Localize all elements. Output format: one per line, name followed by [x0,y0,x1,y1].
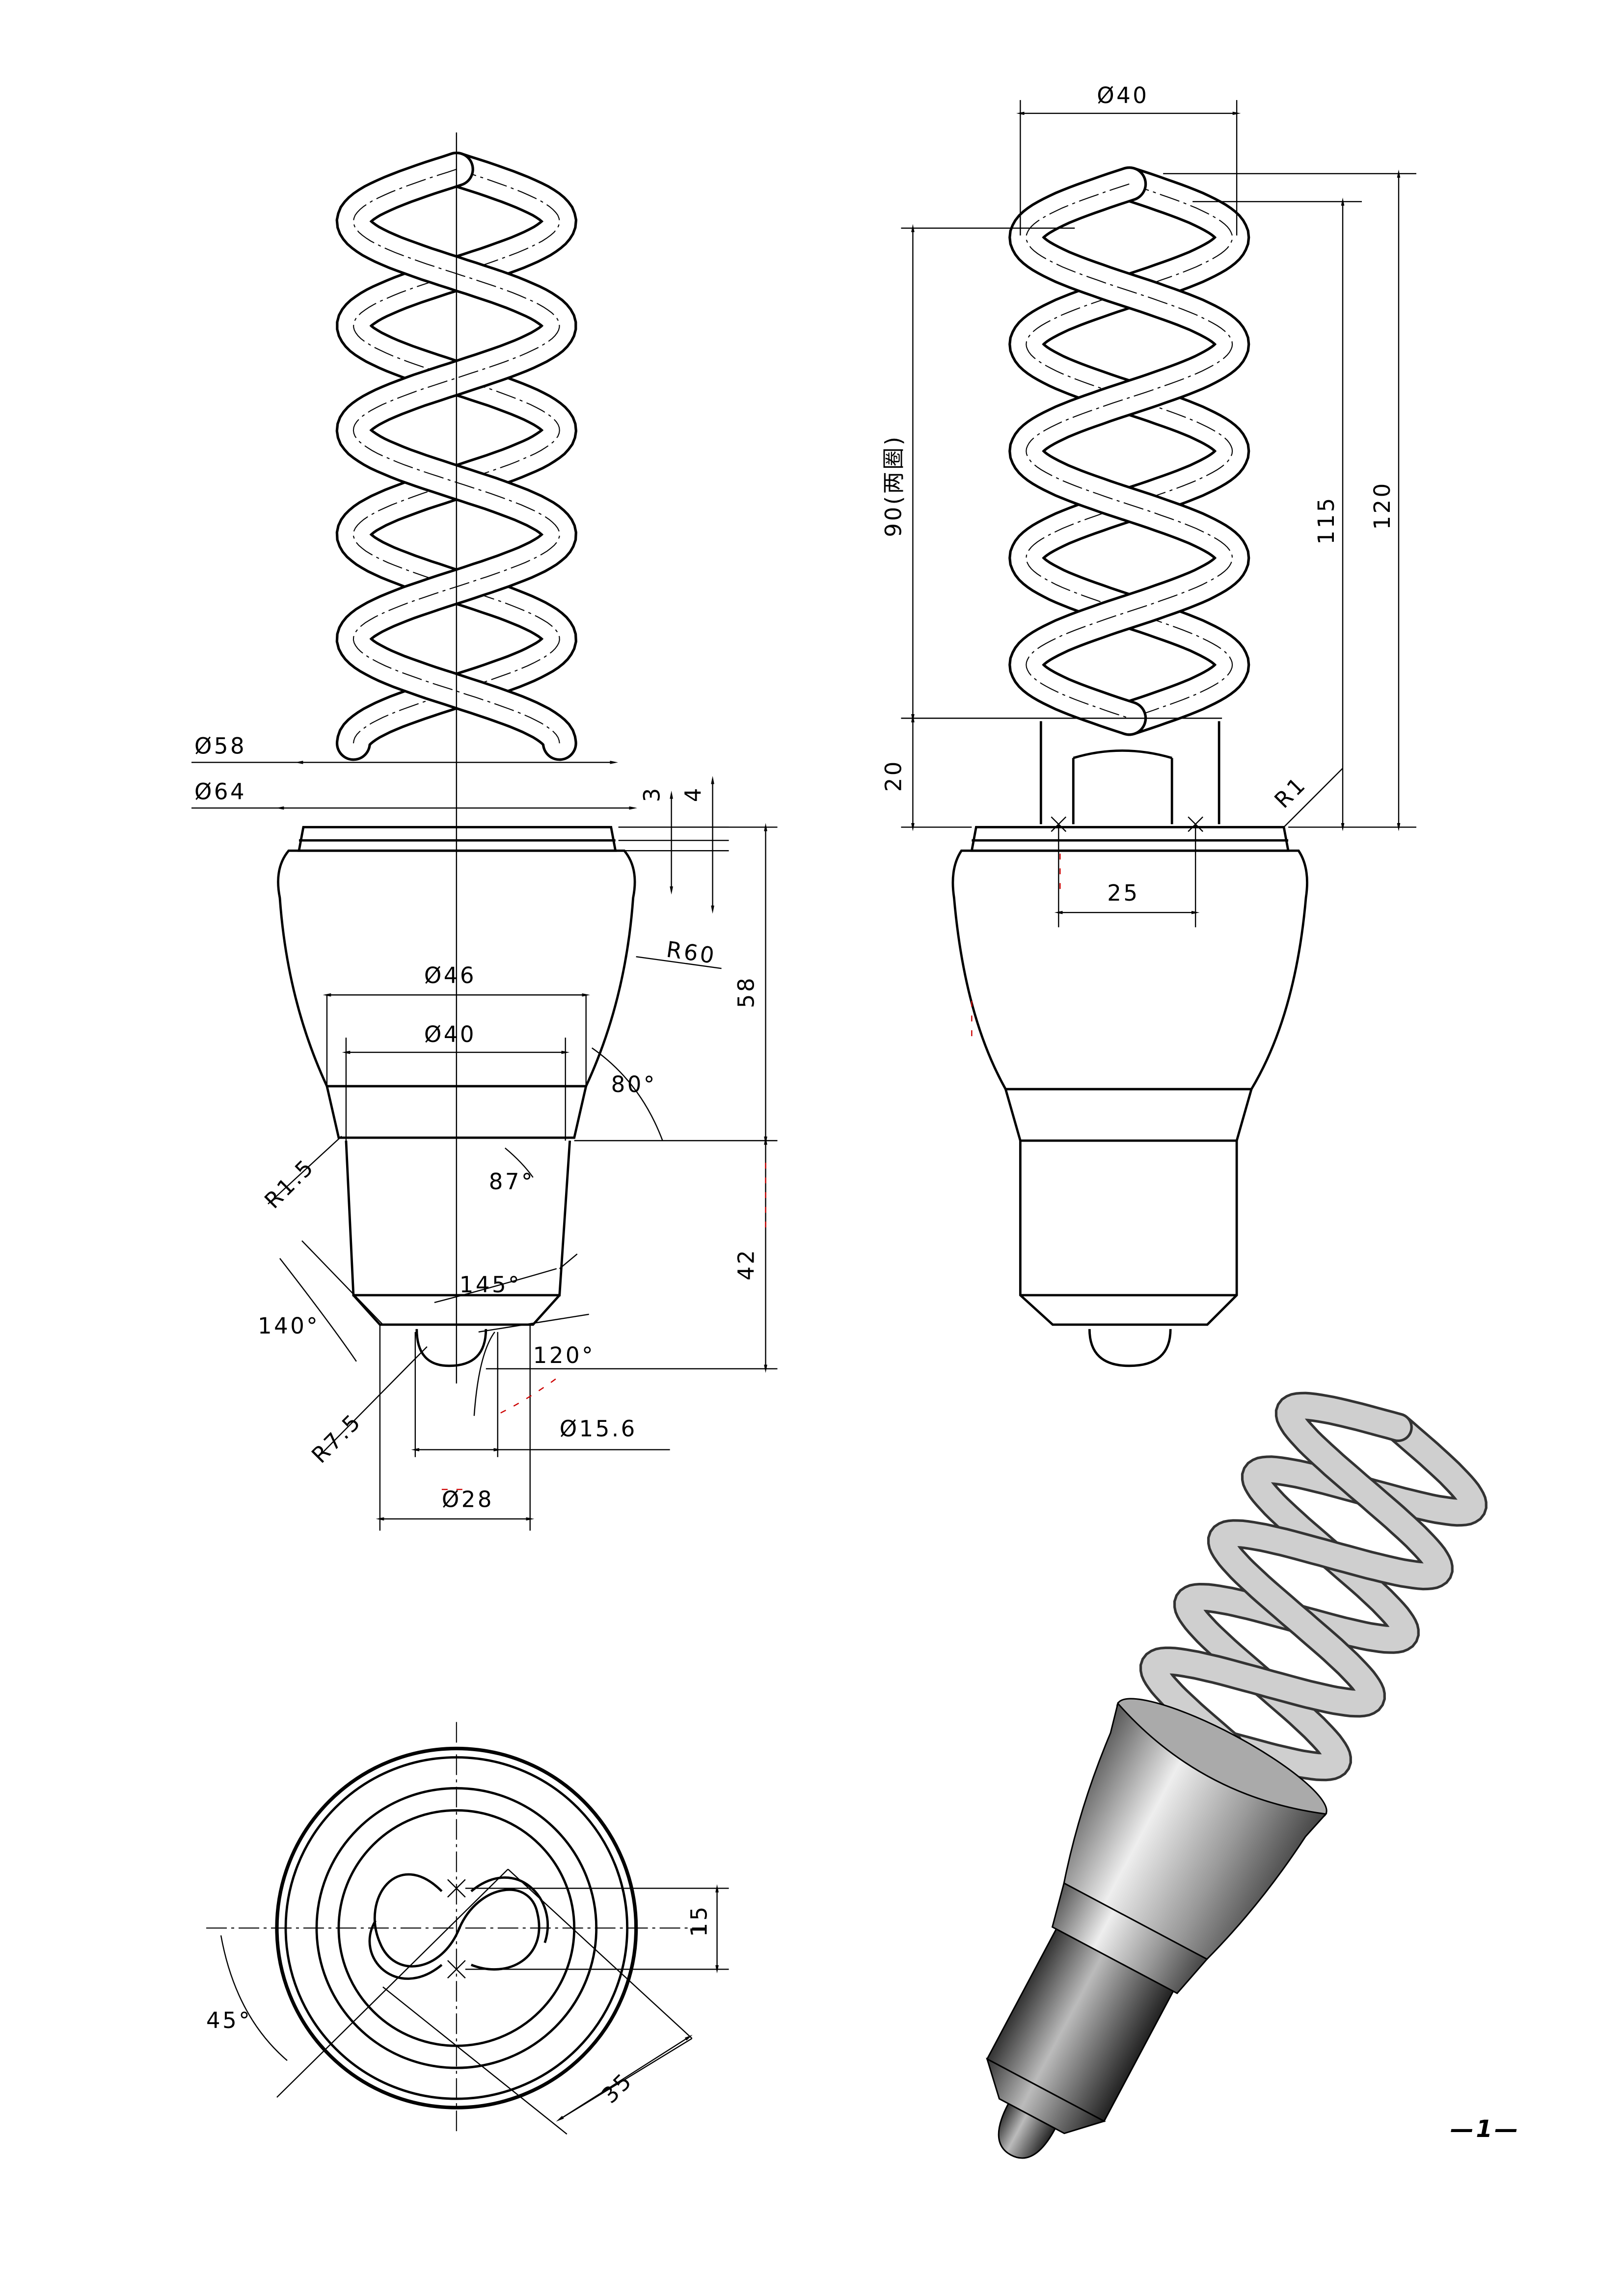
dim-side-h115: 115 [1313,496,1339,544]
dim-bottom-15: 15 [686,1904,712,1937]
isometric-render [986,1391,1488,2159]
coil-centerline [1026,183,1233,719]
coil-centerline [1026,183,1233,719]
coil-strand-1 [1176,1415,1485,1779]
dim-front-4: 4 [680,786,706,802]
side-coil [1008,166,1250,736]
dim-front-angle140: 140° [258,1313,320,1339]
dim-front-angle145: 145° [460,1272,521,1298]
side-base-lower [1004,1089,1253,1326]
dim-front-r1_5: R1.5 [259,1153,320,1214]
dim-front-dia15_6: Ø15.6 [560,1416,637,1442]
dim-side-dia40: Ø40 [1097,82,1149,108]
render-coil [1139,1391,1488,1782]
dim-front-angle87: 87° [489,1169,535,1195]
dim-front-dia40: Ø40 [424,1021,476,1047]
dim-front-angle80: 80° [611,1071,657,1097]
side-tip [1088,1329,1172,1367]
dim-front-dia58: Ø58 [194,733,246,759]
side-view: Ø40 90(两圈) 20 115 120 R1 25 [880,82,1416,1367]
dim-front-r60: R60 [665,936,718,969]
dim-side-r1: R1 [1269,771,1311,813]
dim-front-angle120: 120° [533,1342,595,1368]
front-base-neck [345,1140,571,1326]
front-view: Ø58 Ø64 3 4 R60 Ø46 Ø40 80° 58 42 R1.5 8… [191,132,778,1531]
side-base-rim [970,826,1290,852]
coil-centerline [352,168,560,744]
page-number: —1— [1450,2115,1520,2143]
dim-front-h42: 42 [733,1248,759,1281]
dim-side-h120: 120 [1369,481,1395,530]
dim-front-h58: 58 [733,976,759,1008]
dim-side-w25: 25 [1107,880,1139,906]
dim-side-h90: 90(两圈) [880,434,906,537]
dim-front-dia28: Ø28 [442,1487,494,1513]
dim-bottom-angle45: 45° [206,2007,252,2033]
dim-front-3: 3 [639,786,665,802]
dim-front-dia46: Ø46 [424,962,476,988]
dim-front-r7_5: R7.5 [306,1408,367,1468]
front-tip [415,1329,487,1367]
coil-strand-2 [1142,1394,1451,1758]
dim-front-dia64: Ø64 [194,778,246,804]
dim-side-h20: 20 [880,759,906,792]
front-base-rim [298,826,617,852]
bottom-view: 15 35 45° [206,1722,729,2135]
front-coil [335,151,578,761]
side-legs [1039,721,1220,825]
